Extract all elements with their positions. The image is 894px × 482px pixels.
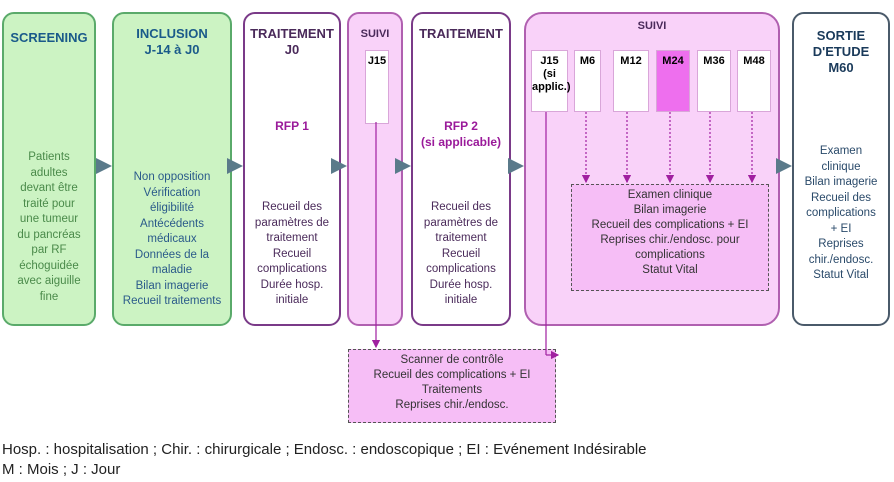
suivi2-tick-j15: J15 (si applic.) (531, 50, 571, 112)
traitement2-subtitle: RFP 2 (si applicable) (420, 119, 502, 149)
inclusion-title: INCLUSION J-14 à J0 (136, 26, 208, 57)
suivi2-title: SUIVI (637, 20, 667, 32)
legend-line-2: M : Mois ; J : Jour (2, 461, 121, 478)
traitement1-body: Recueil des paramètres de traitement Rec… (254, 201, 330, 306)
suivi1-title: SUIVI (360, 28, 390, 40)
screening-body: Patients adultes devant être traité pour… (17, 151, 81, 303)
scanner-box: Scanner de contrôle Recueil des complica… (348, 349, 556, 423)
traitement1-title: TRAITEMENT J0 (250, 26, 334, 57)
inclusion-body: Non opposition Vérification éligibilité … (122, 171, 222, 307)
traitement2-box: TRAITEMENT RFP 2 (si applicable) Recueil… (411, 12, 511, 326)
inclusion-box: INCLUSION J-14 à J0 Non opposition Vérif… (112, 12, 232, 326)
sortie-box: SORTIE D'ETUDE M60 Examen clinique Bilan… (792, 12, 890, 326)
sortie-body: Examen clinique Bilan imagerie Recueil d… (804, 145, 878, 281)
suivi2-tick-m24: M24 (656, 50, 690, 112)
suivi1-box: SUIVI J15 (347, 12, 403, 326)
legend-line-1: Hosp. : hospitalisation ; Chir. : chirur… (2, 441, 647, 458)
screening-box: SCREENING Patients adultes devant être t… (2, 12, 96, 326)
traitement2-title: TRAITEMENT (419, 26, 503, 41)
traitement1-box: TRAITEMENT J0 RFP 1 Recueil des paramètr… (243, 12, 341, 326)
sortie-title: SORTIE D'ETUDE M60 (812, 28, 870, 75)
screening-title: SCREENING (10, 30, 88, 45)
suivi2-tick-m36: M36 (697, 50, 731, 112)
traitement1-subtitle: RFP 1 (275, 119, 309, 133)
suivi2-tick-m6: M6 (574, 50, 601, 112)
suivi2-tick-m12: M12 (613, 50, 649, 112)
exam-box: Examen clinique Bilan imagerie Recueil d… (571, 184, 769, 291)
suivi2-tick-m48: M48 (737, 50, 771, 112)
traitement2-body: Recueil des paramètres de traitement Rec… (423, 201, 499, 306)
suivi1-tick-j15: J15 (365, 50, 389, 124)
